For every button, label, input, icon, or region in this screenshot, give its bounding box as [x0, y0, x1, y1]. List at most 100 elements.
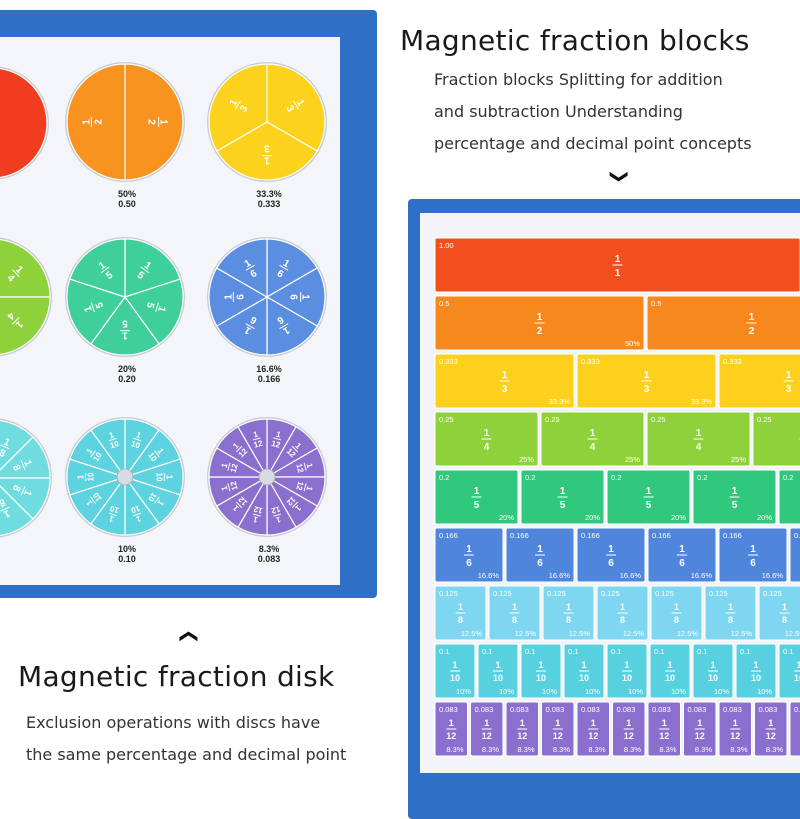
block-percent: 8.3%	[553, 745, 570, 754]
block-numerator: 1	[697, 718, 702, 728]
block-percent: 8.3%	[446, 745, 463, 754]
block-denominator: 10	[708, 673, 718, 683]
block-denominator: 4	[696, 442, 702, 453]
block-numerator: 1	[732, 486, 738, 497]
block-denominator: 12	[624, 731, 634, 741]
block-percent: 33.3%	[691, 397, 713, 406]
block-decimal: 0.083	[617, 705, 636, 714]
block-numerator: 1	[620, 602, 625, 612]
block-decimal: 0.5	[651, 299, 661, 308]
block-decimal: 0.125	[709, 589, 728, 598]
fraction-block[interactable]: 120.550%	[647, 296, 800, 350]
block-decimal: 0.125	[493, 589, 512, 598]
block-numerator: 1	[566, 602, 571, 612]
block-percent: 33.3%	[549, 397, 571, 406]
fraction-block[interactable]: 150.220%	[693, 470, 776, 524]
block-percent: 8.3%	[517, 745, 534, 754]
block-decimal: 0.125	[439, 589, 458, 598]
top-description-line-1: Fraction blocks Splitting for addition	[434, 64, 723, 96]
block-percent: 8.3%	[695, 745, 712, 754]
fraction-block[interactable]: 150.220%	[607, 470, 690, 524]
block-decimal: 0.1	[482, 647, 492, 656]
fraction-block[interactable]: 111.00	[435, 238, 800, 292]
block-numerator: 1	[474, 486, 480, 497]
block-denominator: 10	[579, 673, 589, 683]
block-denominator: 12	[446, 731, 456, 741]
fraction-block[interactable]: 120.550%	[435, 296, 644, 350]
block-decimal: 0.25	[757, 415, 772, 424]
block-denominator: 2	[749, 326, 755, 337]
block-denominator: 8	[728, 615, 733, 625]
block-numerator: 1	[484, 718, 489, 728]
fraction-block[interactable]: 150.220%	[521, 470, 604, 524]
block-decimal: 0.2	[525, 473, 535, 482]
block-numerator: 1	[512, 602, 517, 612]
block-percent: 16.6%	[762, 571, 784, 580]
block-numerator: 1	[502, 370, 508, 381]
block-percent: 8.3%	[624, 745, 641, 754]
bottom-description-line-2: the same percentage and decimal point	[26, 739, 346, 771]
block-decimal: 0.1	[568, 647, 578, 656]
block-percent: 16.6%	[620, 571, 642, 580]
block-denominator: 5	[474, 500, 480, 511]
block-percent: 12.5%	[461, 629, 483, 638]
block-numerator: 1	[696, 428, 702, 439]
block-denominator: 8	[620, 615, 625, 625]
block-denominator: 3	[502, 384, 508, 395]
block-numerator: 1	[796, 660, 800, 670]
block-denominator: 10	[493, 673, 503, 683]
fraction-block[interactable]: 1 12 0.083 8.3%	[613, 702, 646, 756]
block-decimal: 0.125	[547, 589, 566, 598]
fraction-block[interactable]: 150.220%	[779, 470, 800, 524]
bottom-heading: Magnetic fraction disk	[18, 660, 335, 693]
block-numerator: 1	[590, 428, 596, 439]
fraction-block[interactable]: 150.220%	[435, 470, 518, 524]
block-percent: 12.5%	[569, 629, 591, 638]
block-decimal: 0.083	[759, 705, 778, 714]
block-percent: 10%	[714, 687, 729, 696]
block-numerator: 1	[624, 660, 629, 670]
block-denominator: 4	[484, 442, 490, 453]
block-numerator: 1	[626, 718, 631, 728]
